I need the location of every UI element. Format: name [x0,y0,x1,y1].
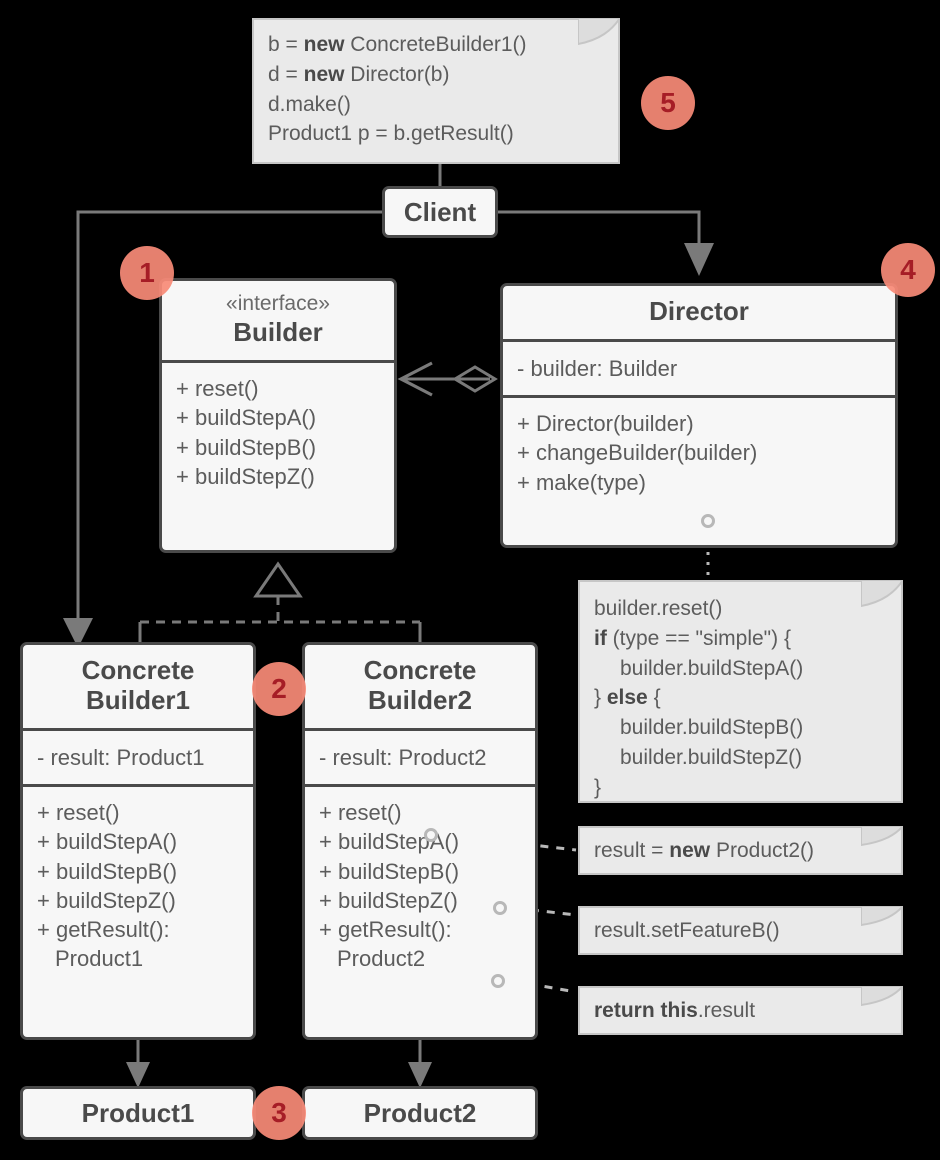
note-line: d.make() [268,92,351,116]
note-line: d = new Director(b) [268,62,450,86]
note-line: } else { [594,686,661,710]
note-line: builder.reset() [594,597,723,620]
badge-label: 4 [900,254,916,285]
attribute-row: - result: Product1 [37,744,205,770]
class-concrete-builder2-title: Concrete Builder2 [305,645,535,728]
note-line: result.setFeatureB() [594,918,780,942]
reset-note: result = new Product2() [578,826,903,875]
title-line-1: Concrete [81,655,195,685]
class-director-attributes: - builder: Builder [503,338,895,395]
note-fold-icon [861,986,903,1028]
operation-row: + buildStepA() [176,405,317,431]
note-line: if (type == "simple") { [594,626,791,650]
attribute-row: - builder: Builder [517,355,678,381]
badge-label: 2 [271,673,287,704]
operation-row: + reset() [37,800,120,826]
class-product1-title: Product1 [81,1097,195,1128]
note-fold-icon [861,826,903,868]
class-director-operations: + Director(builder) + changeBuilder(buil… [503,395,895,506]
operation-row: + changeBuilder(builder) [517,440,758,466]
badge-label: 5 [660,87,676,118]
operation-row: + buildStepA() [319,829,460,855]
badge-4: 4 [881,243,935,297]
operation-row: + Director(builder) [517,411,694,437]
class-product2-title: Product2 [363,1097,477,1128]
note-line: builder.buildStepZ() [620,746,803,770]
operation-row: + buildStepB() [37,858,178,884]
class-concrete-builder1-title: Concrete Builder1 [23,645,253,728]
getresult-note: return this.result [578,986,903,1035]
buildstepb-note: result.setFeatureB() [578,906,903,955]
operation-row-continuation: Product2 [337,946,426,972]
operation-row: + buildStepA() [37,829,178,855]
operation-row: + make(type) [517,469,646,495]
operation-row: + buildStepZ() [37,887,176,913]
operation-row: + getResult(): [37,917,170,943]
badge-label: 3 [271,1097,287,1128]
note-line: result = new Product2() [594,838,815,862]
client-usage-note: b = new ConcreteBuilder1() d = new Direc… [252,18,620,164]
class-builder-header: «interface» Builder [162,281,394,360]
class-builder-stereotype: «interface» [226,292,330,315]
operation-row: + getResult(): [319,917,452,943]
note-line: } [594,775,602,799]
operation-connector-make [701,514,715,528]
badge-1: 1 [120,246,174,300]
note-line: return this.result [594,998,756,1022]
class-concrete-builder1[interactable]: Concrete Builder1 - result: Product1 + r… [20,642,256,1040]
director-make-note: builder.reset() if (type == "simple") { … [578,580,903,803]
note-line: builder.buildStepA() [620,656,804,680]
badge-3: 3 [252,1086,306,1140]
class-concrete-builder1-attributes: - result: Product1 [23,727,253,784]
attribute-row: - result: Product2 [319,744,487,770]
badge-label: 1 [139,257,155,288]
title-line-1: Concrete [363,655,477,685]
operation-row-continuation: Product1 [55,946,144,972]
class-client-title: Client [403,196,477,227]
title-line-2: Builder1 [85,684,191,715]
class-concrete-builder2[interactable]: Concrete Builder2 - result: Product2 + r… [302,642,538,1040]
class-builder-title: Builder [233,317,323,348]
note-line: Product1 p = b.getResult() [268,122,514,146]
note-line: builder.buildStepB() [620,716,804,740]
operation-row: + buildStepB() [319,858,460,884]
operation-row: + buildStepB() [176,434,317,460]
class-concrete-builder2-attributes: - result: Product2 [305,727,535,784]
class-concrete-builder1-operations: + reset() + buildStepA() + buildStepB() … [23,784,253,983]
class-product1[interactable]: Product1 [20,1086,256,1140]
class-builder[interactable]: «interface» Builder + reset() + buildSte… [159,278,397,553]
operation-connector-buildstepb [493,901,507,915]
operation-row: + reset() [319,800,402,826]
class-director-title: Director [649,296,749,326]
class-product2[interactable]: Product2 [302,1086,538,1140]
operation-connector-reset [424,828,438,842]
operation-row: + buildStepZ() [176,463,315,489]
class-concrete-builder2-operations: + reset() + buildStepA() + buildStepB() … [305,784,535,983]
class-director[interactable]: Director - builder: Builder + Director(b… [500,283,898,548]
badge-5: 5 [641,76,695,130]
operation-row: + buildStepZ() [319,887,458,913]
operation-connector-getresult [491,974,505,988]
class-builder-operations: + reset() + buildStepA() + buildStepB() … [162,360,394,500]
note-line: b = new ConcreteBuilder1() [268,33,527,56]
operation-row: + reset() [176,376,259,402]
class-client[interactable]: Client [382,186,498,238]
badge-2: 2 [252,662,306,716]
title-line-2: Builder2 [367,684,473,715]
note-fold-icon [861,906,903,948]
